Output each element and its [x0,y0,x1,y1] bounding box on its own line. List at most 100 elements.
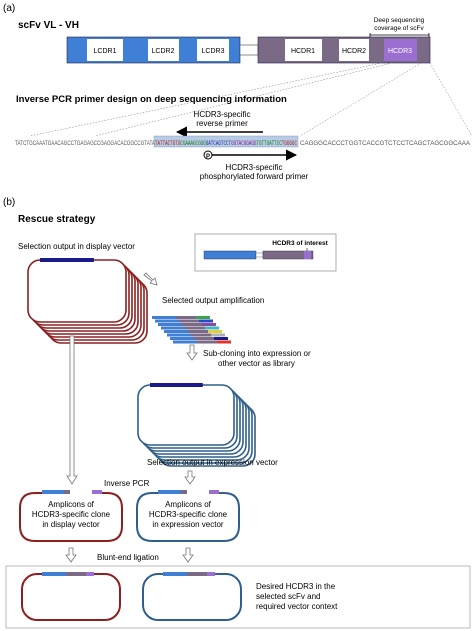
plasmid-insert [40,258,94,262]
seq-chunk-4: GGTACGGAGG [231,140,257,147]
panel-b-label: (b) [3,197,15,208]
result-display-vl [42,572,66,576]
lcdr3-box [197,39,229,61]
result-display-hcdr3 [86,572,94,576]
subcloning-arrow [186,344,198,361]
panel-a-title: scFv VL - VH [18,20,79,31]
phosphate-symbol: P [206,154,210,160]
lcdr1-box [87,39,123,61]
amplicon-display-label-2: HCDR3-specific clone [32,510,111,519]
forward-primer-label-2: phosphorylated forward primer [200,172,309,181]
desired-label-1: Desired HCDR3 in the [256,582,336,591]
panel-b-title: Rescue strategy [18,214,96,225]
inverse-pcr-label: Inverse PCR [104,479,150,488]
amplicon-expression: Amplicons of HCDR3-specific clone in exp… [136,490,240,542]
amplicon-vh [188,330,208,333]
lcdr1-label: LCDR1 [94,48,117,55]
result-plasmid-display [21,572,121,621]
lcdr2-box [148,39,179,61]
amplicon-hcdr3-variant [214,337,228,340]
hcdr2-box [339,39,369,61]
amplicon-expression-hcdr3 [209,490,219,494]
result-plasmid-expression [142,572,242,621]
scfv-construct: LCDR1 LCDR2 LCDR3 HCDR1 HCDR2 HCDR3 [66,36,431,64]
amplicon-hcdr3-variant [199,319,213,323]
coverage-label-2: coverage of scFv [374,25,424,32]
blunt-end-ligation-label: Blunt-end ligation [97,553,159,562]
hcdr3-box [384,39,417,61]
hcdr1-box [285,39,322,61]
amplification-arrow [143,272,158,286]
amplicon-vh [185,326,205,330]
amplicon-hcdr3-variant [217,340,231,344]
lcdr2-label: LCDR2 [152,48,175,55]
amplicon-expression-label-3: in expression vector [152,520,223,529]
amplicon-vh [182,323,202,326]
linker-segment [239,44,259,56]
mini-vh [262,250,314,260]
display-vector-library [27,258,148,344]
forward-primer-label-1: HCDR3-specific [226,163,283,172]
zoom-lines [29,62,473,137]
sequence-right: CAGGGCACCCTGGTCACCGTCTCCTCAGCTAGCGGCAAA [300,140,471,147]
plasmid-outline [137,384,235,446]
desired-label-3: required vector context [256,602,338,611]
result-display-vh [66,572,94,576]
amplicon-display: Amplicons of HCDR3-specific clone in dis… [19,490,123,542]
sequence-left: TATCTGCAAATGAACAGCCTGAGAGCCGAGGACACGGCCG… [15,140,156,147]
amplicon-vl [173,340,197,344]
lcdr3-label: LCDR3 [202,48,225,55]
amplicon-vl [155,319,179,323]
subcloning-label-1: Sub-cloning into expression or [203,349,311,358]
sequence-highlight-box [153,135,299,148]
seq-chunk-5: TGTTGATTCC [256,140,282,147]
panel-a-label: (a) [3,3,15,14]
amplicon-vl [161,326,185,330]
amplicon-vh [194,337,214,340]
amplicon-vh [197,340,217,344]
reverse-primer-label-2: reverse primer [196,119,248,128]
hcdr2-label: HCDR2 [342,48,366,55]
amplicon-display-label-3: in display vector [42,520,100,529]
amplicon-expression-vh [181,490,187,494]
hcdr1-label: HCDR1 [291,48,315,55]
result-expression-hcdr3 [207,572,215,576]
seq-chunk-6: TGGGGC [282,140,297,147]
mini-linker [255,252,264,258]
left-long-arrow [66,335,78,485]
seq-chunk-3: GATCAGTCCT [206,140,232,147]
seq-chunk-1: TATTACTGTG [155,140,181,147]
amplicon-hcdr3-variant [196,316,210,319]
expression-vector-library [137,383,256,467]
amplicon-vl [170,337,194,340]
hcdr3-label: HCDR3 [388,48,412,55]
mini-hcdr3 [304,251,311,259]
amplicon-display-hcdr3 [92,490,102,494]
amplicon-vh [179,319,199,323]
amplicon-vl [167,333,191,337]
result-expression-vh [187,572,215,576]
ligation-arrow-right [182,547,194,563]
amplicon-display-label-1: Amplicons of [48,500,95,509]
display-output-label: Selection output in display vector [18,242,135,251]
hcdr3-of-interest-label: HCDR3 of interest [272,240,328,247]
amplicon-display-vh [64,490,70,494]
result-expression-vl [163,572,187,576]
amplicon-vl [158,323,182,326]
plasmid-insert [150,383,203,387]
amplified-inserts [152,316,231,344]
subcloning-label-2: other vector as library [218,359,295,368]
ligation-arrow-left [65,547,77,563]
hcdr3-of-interest-box: HCDR3 of interest [194,233,337,272]
amplicon-vh [176,316,196,319]
seq-chunk-2: CGAAAGCGGG [180,140,206,147]
right-short-arrow [184,470,196,485]
amplicon-vh [191,333,211,337]
reverse-primer-label-1: HCDR3-specific [194,110,251,119]
sequence-highlight: TATTACTGTGCGAAAGCGGGGATCAGTCCTGGTACGGAGG… [155,140,297,147]
amplicon-display-vl [42,490,64,494]
amplicon-hcdr3-variant [202,323,216,326]
amplification-label: Selected output amplification [162,296,264,305]
amplicon-expression-label-1: Amplicons of [165,500,212,509]
